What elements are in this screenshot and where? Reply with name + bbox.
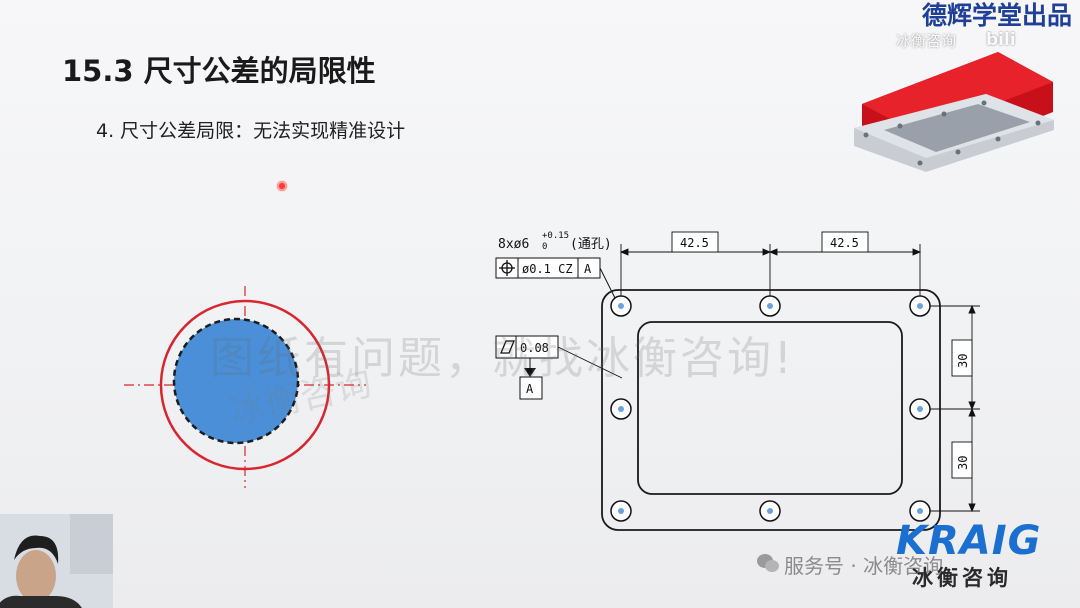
- hole: [759, 295, 781, 317]
- hole: [909, 295, 931, 317]
- mounting-holes: [610, 295, 931, 522]
- top-dimensions: [619, 231, 922, 296]
- slide-subtitle: 4. 尺寸公差局限：无法实现精准设计: [96, 120, 406, 142]
- brand-title: 德辉学堂出品: [921, 1, 1072, 30]
- part-3d-image: [854, 52, 1054, 172]
- flatness-leader: [557, 346, 623, 379]
- hole: [610, 500, 632, 522]
- pocket-outline: [637, 321, 903, 495]
- hole-callout: 8xø6: [498, 237, 529, 252]
- kraig-logo: KRAIG: [896, 518, 1042, 564]
- position-control-frame: ø0.1 CZ A: [495, 257, 601, 279]
- circle-diagram: [124, 286, 366, 488]
- hole: [909, 398, 931, 420]
- dim-spacing-1: 42.5: [680, 236, 709, 250]
- kraig-logo-cn: 冰衡咨询: [912, 566, 1012, 590]
- hole-tol-upper: +0.15: [542, 231, 569, 241]
- top-watermark: 冰衡咨询: [896, 32, 957, 50]
- flatness-tol-value: 0.08: [520, 341, 549, 355]
- plate-outline: [601, 289, 941, 531]
- hole: [610, 295, 632, 317]
- hole-note: (通孔): [570, 237, 612, 252]
- part-pocket: [884, 104, 1030, 152]
- laser-pointer-dot: [276, 180, 288, 192]
- hole: [759, 500, 781, 522]
- datum-triangle-icon: [524, 368, 536, 377]
- flatness-control-frame: 0.08: [495, 335, 559, 359]
- hole-tol-lower: 0: [542, 242, 547, 252]
- presenter-webcam: [0, 514, 113, 608]
- wechat-icon: [757, 554, 779, 572]
- center-watermark: 图纸有问题，就找冰衡咨询!: [210, 333, 795, 384]
- datum-box: [519, 376, 543, 400]
- dim-vertical-1: 30: [956, 354, 970, 368]
- part-body-top: [862, 52, 1053, 134]
- dim-vertical-2: 30: [956, 456, 970, 470]
- part-holes: [863, 100, 1041, 166]
- hole-feature-circle: [172, 317, 300, 445]
- position-datum: A: [584, 262, 592, 276]
- engineering-drawing: 8xø6 +0.15 0 (通孔) ø0.1 CZ A: [495, 231, 980, 531]
- service-account-label: 服务号 · 冰衡咨询: [784, 554, 944, 578]
- slide-title: 15.3 尺寸公差的局限性: [62, 54, 376, 88]
- flatness-symbol-icon: [500, 340, 515, 354]
- presenter-avatar: [0, 514, 113, 608]
- position-symbol-icon: [499, 260, 515, 276]
- datum-label: A: [526, 382, 534, 396]
- callout-leader: [599, 267, 617, 301]
- hole: [610, 398, 632, 420]
- right-dimensions: [930, 304, 980, 513]
- tolerance-zone-circle: [159, 299, 331, 471]
- bilibili-logo: bili: [986, 30, 1016, 50]
- position-tol-value: ø0.1 CZ: [522, 262, 573, 276]
- dim-spacing-2: 42.5: [830, 236, 859, 250]
